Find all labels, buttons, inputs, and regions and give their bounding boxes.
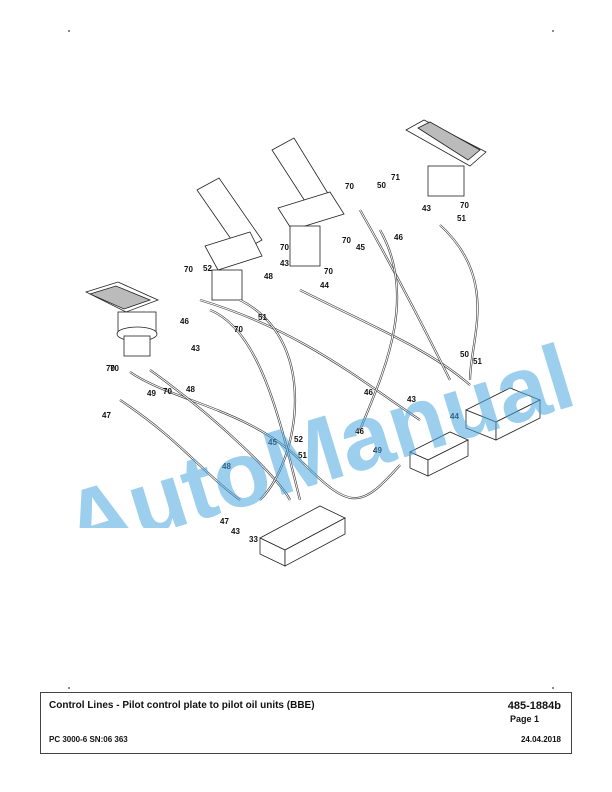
svg-text:52: 52: [203, 264, 212, 273]
svg-text:48: 48: [222, 462, 231, 471]
svg-text:46: 46: [364, 388, 373, 397]
valve-block-bottom: [259, 505, 346, 567]
corner-mark: [68, 687, 70, 689]
svg-text:70: 70: [163, 387, 172, 396]
corner-mark: [68, 30, 70, 32]
svg-text:45: 45: [356, 243, 365, 252]
machine-model: PC 3000-6 SN:06 363: [49, 735, 128, 744]
foot-pedal-left: [84, 281, 160, 357]
svg-text:70: 70: [460, 201, 469, 210]
page-number: Page 1: [509, 714, 539, 724]
svg-text:48: 48: [264, 272, 273, 281]
svg-text:48: 48: [186, 385, 195, 394]
svg-text:44: 44: [320, 281, 329, 290]
callout-labels: 70 50 71 43 70 51 70 70 46 70 45 43 70 4…: [102, 173, 482, 544]
svg-text:47: 47: [220, 517, 229, 526]
svg-text:51: 51: [258, 313, 267, 322]
svg-text:47: 47: [102, 411, 111, 420]
svg-text:44: 44: [450, 412, 459, 421]
svg-text:43: 43: [422, 204, 431, 213]
svg-text:43: 43: [191, 344, 200, 353]
svg-text:49: 49: [373, 446, 382, 455]
svg-text:70: 70: [106, 364, 115, 373]
watermark: AutoManual: [52, 326, 585, 528]
foot-pedal-3: [271, 137, 345, 267]
svg-text:71: 71: [391, 173, 400, 182]
svg-text:45: 45: [268, 438, 277, 447]
document-number: 485-1884b: [507, 700, 561, 712]
document-date: 24.04.2018: [520, 735, 561, 744]
svg-text:50: 50: [460, 350, 469, 359]
valve-block-right: [465, 387, 541, 441]
corner-mark: [552, 687, 554, 689]
svg-text:50: 50: [377, 181, 386, 190]
svg-text:46: 46: [180, 317, 189, 326]
title-block: Control Lines - Pilot control plate to p…: [40, 692, 572, 754]
svg-text:46: 46: [355, 427, 364, 436]
svg-text:70: 70: [234, 325, 243, 334]
svg-text:70: 70: [345, 182, 354, 191]
hose-lines: [119, 209, 479, 501]
svg-text:70: 70: [342, 236, 351, 245]
svg-text:52: 52: [294, 435, 303, 444]
svg-text:AutoManual: AutoManual: [52, 326, 585, 528]
svg-text:70: 70: [280, 243, 289, 252]
foot-pedal-2: [196, 177, 263, 301]
svg-text:49: 49: [147, 389, 156, 398]
svg-text:70: 70: [184, 265, 193, 274]
svg-text:43: 43: [407, 395, 416, 404]
svg-text:43: 43: [280, 259, 289, 268]
svg-text:51: 51: [298, 451, 307, 460]
svg-text:51: 51: [473, 357, 482, 366]
svg-text:70: 70: [110, 364, 119, 373]
svg-text:51: 51: [457, 214, 466, 223]
svg-text:33: 33: [249, 535, 258, 544]
svg-text:43: 43: [231, 527, 240, 536]
valve-block-middle: [409, 431, 469, 477]
svg-text:70: 70: [324, 267, 333, 276]
svg-text:46: 46: [394, 233, 403, 242]
foot-pedal-4: [405, 119, 487, 197]
drawing-title: Control Lines - Pilot control plate to p…: [49, 700, 315, 711]
corner-mark: [552, 30, 554, 32]
